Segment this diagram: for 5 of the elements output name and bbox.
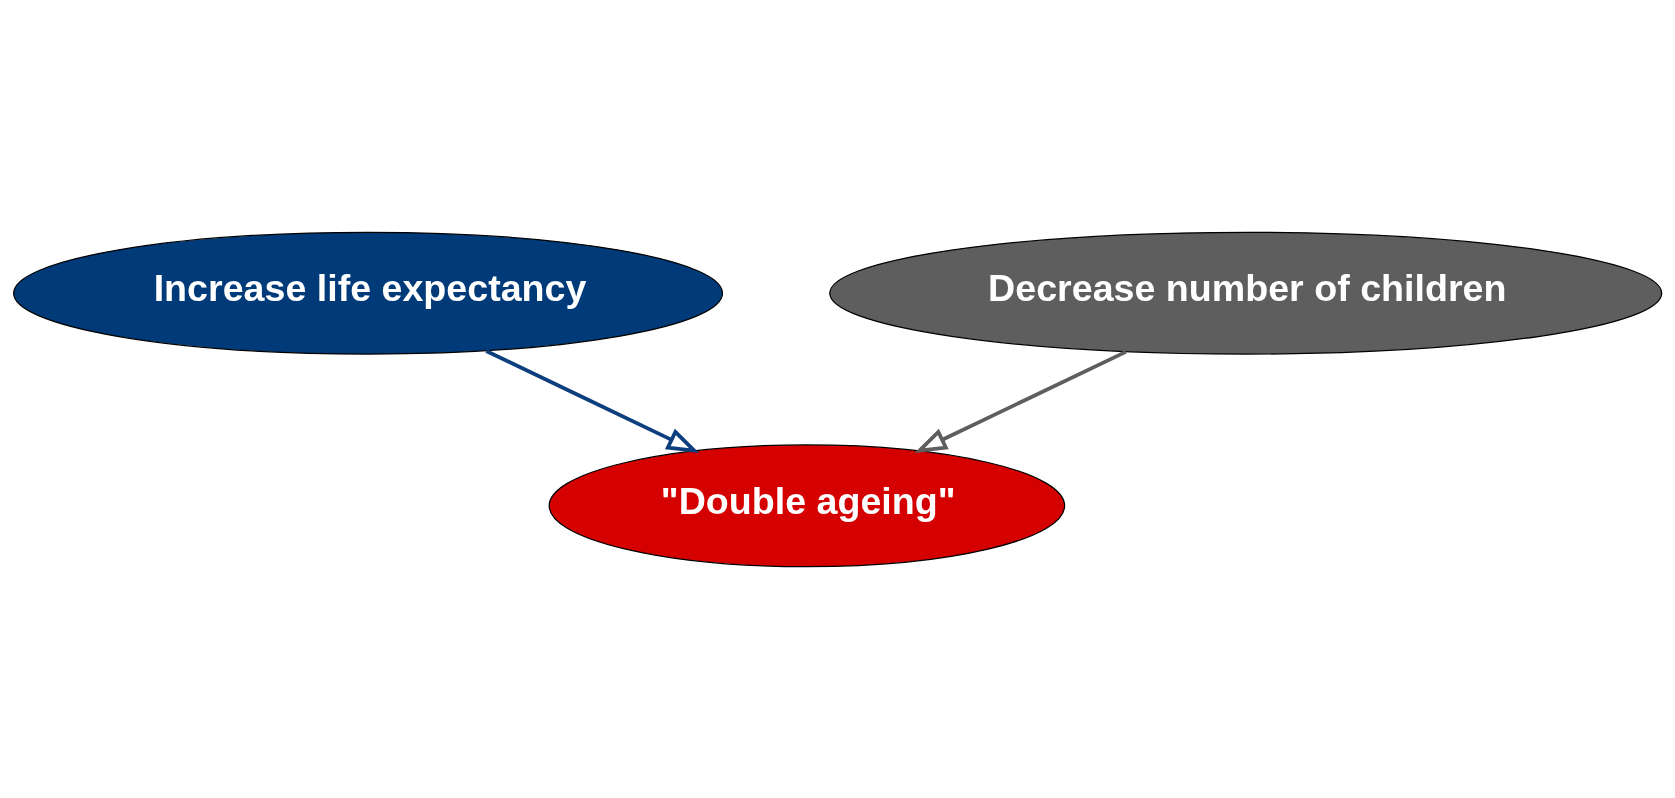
- arrow: [485, 348, 700, 453]
- arrow: [914, 349, 1127, 453]
- node-ellipse: "Double ageing": [548, 443, 1066, 567]
- node-ellipse: Increase life expectancy: [13, 231, 724, 355]
- node-ellipse: Decrease number of children: [829, 231, 1663, 355]
